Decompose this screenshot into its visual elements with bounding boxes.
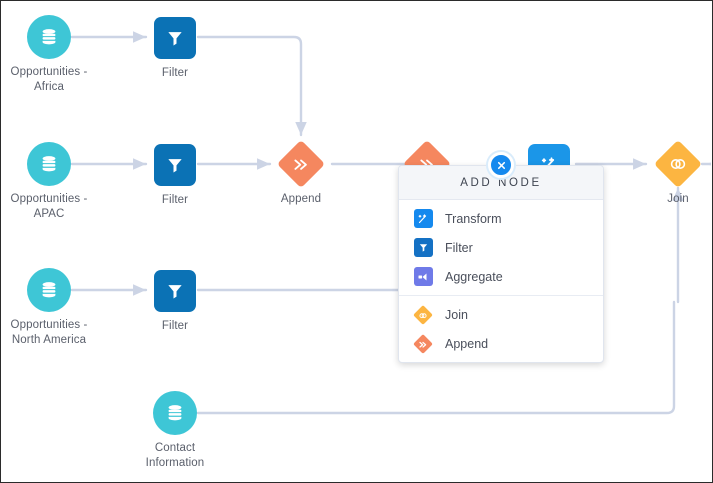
node-label: Opportunities - APAC [10, 193, 88, 220]
funnel-icon [154, 270, 196, 312]
double-arrow-icon [413, 333, 433, 354]
popup-title: ADD NODE [460, 176, 542, 189]
node-label: Opportunities - Africa [10, 66, 88, 93]
menu-item-transform[interactable]: Transform [399, 204, 603, 233]
node-glyph[interactable] [153, 391, 197, 435]
node-glyph[interactable] [27, 142, 71, 186]
node-label: Append [280, 193, 322, 205]
node-glyph[interactable] [276, 139, 326, 189]
node-glyph[interactable] [153, 143, 197, 187]
database-icon [153, 391, 197, 435]
node-glyph[interactable] [27, 268, 71, 312]
two-circles-icon [413, 304, 433, 325]
transform-icon [413, 209, 433, 229]
double-arrow-icon [276, 139, 326, 189]
node-glyph[interactable] [27, 15, 71, 59]
node-label: Contact Information [145, 442, 205, 469]
node-label: Opportunities - North America [10, 319, 88, 346]
node-label: Join [667, 193, 689, 205]
node-glyph[interactable] [153, 16, 197, 60]
database-icon [27, 268, 71, 312]
database-icon [27, 15, 71, 59]
node-opportunities-apac[interactable]: Opportunities - APAC [2, 142, 109, 222]
menu-item-label: Transform [445, 211, 502, 226]
menu-item-label: Aggregate [445, 269, 503, 284]
funnel-icon [154, 144, 196, 186]
menu-item-filter[interactable]: Filter [399, 233, 603, 262]
node-filter-apac[interactable]: Filter [115, 143, 235, 208]
menu-item-label: Append [445, 336, 489, 351]
wire-riser-join-bend [674, 238, 679, 302]
node-opportunities-north-america[interactable]: Opportunities - North America [2, 268, 109, 348]
node-glyph[interactable] [653, 139, 703, 189]
node-filter-north-america[interactable]: Filter [115, 269, 235, 334]
node-filter-africa[interactable]: Filter [115, 16, 235, 81]
node-append[interactable]: Append [241, 139, 361, 207]
menu-item-join[interactable]: Join [399, 300, 603, 329]
close-icon[interactable] [488, 152, 514, 178]
node-contact-information[interactable]: Contact Information [115, 391, 235, 471]
menu-item-label: Join [445, 307, 468, 322]
menu-group-combiners: Join Append [399, 295, 603, 362]
node-label: Filter [161, 194, 189, 206]
funnel-icon [413, 238, 433, 258]
two-circles-icon [653, 139, 703, 189]
add-node-popup: ADD NODE [398, 152, 604, 363]
menu-group-transforms: Transform Filter [399, 200, 603, 295]
node-label: Filter [161, 320, 189, 332]
menu-item-aggregate[interactable]: Aggregate [399, 262, 603, 291]
database-icon [27, 142, 71, 186]
node-glyph[interactable] [153, 269, 197, 313]
funnel-icon [154, 17, 196, 59]
node-opportunities-africa[interactable]: Opportunities - Africa [2, 15, 109, 95]
menu-item-append[interactable]: Append [399, 329, 603, 358]
aggregate-icon [413, 267, 433, 287]
node-label: Filter [161, 67, 189, 79]
node-join[interactable]: Join [618, 139, 711, 207]
menu-item-label: Filter [445, 240, 473, 255]
